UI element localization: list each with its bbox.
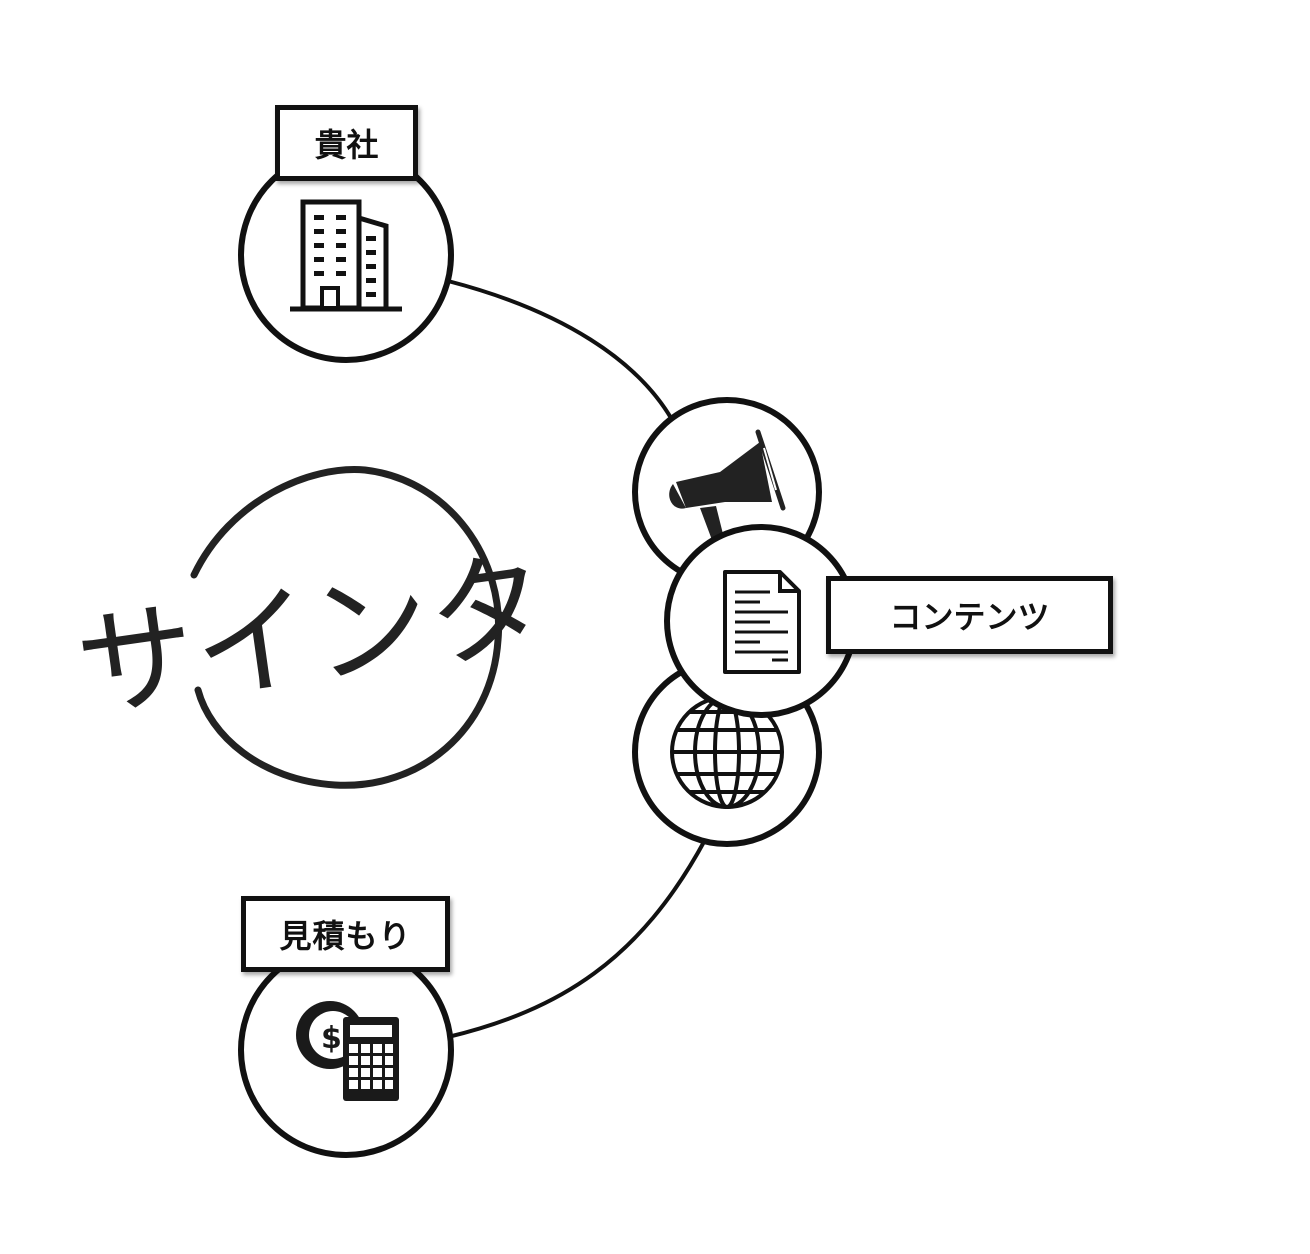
estimate-label: 見積もり (241, 896, 450, 972)
node-contents[interactable] (664, 524, 858, 718)
company-label: 貴社 (275, 105, 418, 181)
building-icon (290, 199, 402, 312)
logo: サインタ (69, 466, 555, 789)
node-company[interactable] (238, 147, 454, 363)
svg-text:$: $ (321, 1021, 342, 1056)
dollar-calculator-icon: $ (296, 1001, 399, 1101)
document-icon (723, 570, 801, 674)
megaphone-icon (669, 429, 786, 540)
node-estimate[interactable]: $ (238, 942, 454, 1158)
contents-label: コンテンツ (826, 576, 1113, 654)
connector-arc (447, 279, 707, 1039)
